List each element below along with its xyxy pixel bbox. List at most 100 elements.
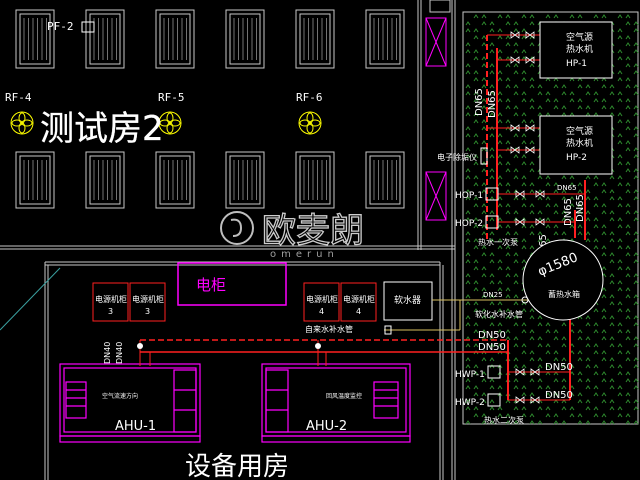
hatch-mark <box>497 70 503 75</box>
hatch-mark <box>625 84 631 89</box>
hatch-mark <box>481 399 487 404</box>
valve-icon <box>530 368 540 376</box>
hatch-mark <box>489 28 495 33</box>
hatch-mark <box>625 210 631 215</box>
hatch-mark <box>601 413 607 418</box>
hatch-mark <box>481 231 487 236</box>
hatch-mark <box>497 280 503 285</box>
hatch-mark <box>617 413 623 418</box>
pipe-size-dn65: DN65 <box>563 198 574 226</box>
hatch-mark <box>473 413 479 418</box>
hatch-mark <box>577 378 583 383</box>
hatch-mark <box>617 112 623 117</box>
hatch-mark <box>633 259 639 264</box>
hatch-mark <box>465 252 471 257</box>
hatch-mark <box>521 49 527 54</box>
hp2-subtitle: 热水机 <box>566 137 593 149</box>
hatch-mark <box>497 308 503 313</box>
ac-unit <box>295 151 335 209</box>
hatch-mark <box>481 245 487 250</box>
ac-units <box>15 9 405 209</box>
ac-unit <box>15 151 55 209</box>
hatch-mark <box>625 357 631 362</box>
makeup-water-pipes <box>384 299 530 331</box>
hatch-mark <box>569 112 575 117</box>
valve-icon <box>510 124 520 132</box>
water-softener-label: 软水器 <box>394 294 421 306</box>
pump-icon <box>485 215 499 229</box>
hatch-mark <box>489 189 495 194</box>
hatch-mark <box>529 329 535 334</box>
hatch-mark <box>553 98 559 103</box>
hatch-mark <box>505 315 511 320</box>
hatch-mark <box>625 308 631 313</box>
hatch-mark <box>537 238 543 243</box>
hatch-mark <box>505 189 511 194</box>
hatch-mark <box>513 42 519 47</box>
ac-unit <box>225 9 265 69</box>
hatch-mark <box>625 56 631 61</box>
hatch-mark <box>601 350 607 355</box>
pipe-size-dn50: DN50 <box>478 330 506 341</box>
hatch-mark <box>577 84 583 89</box>
valve-icon <box>515 396 525 404</box>
hatch-mark <box>537 315 543 320</box>
hatch-mark <box>585 84 591 89</box>
hatch-mark <box>505 252 511 257</box>
hatch-mark <box>473 371 479 376</box>
hatch-mark <box>537 336 543 341</box>
pump-valve-group <box>510 31 545 404</box>
hatch-mark <box>505 168 511 173</box>
hatch-mark <box>513 364 519 369</box>
fan-icon <box>10 111 34 135</box>
hatch-mark <box>505 336 511 341</box>
hatch-mark <box>513 315 519 320</box>
hatch-mark <box>585 175 591 180</box>
hatch-mark <box>537 357 543 362</box>
hatch-mark <box>497 350 503 355</box>
hatch-mark <box>545 413 551 418</box>
hatch-mark <box>601 420 607 425</box>
hatch-mark <box>513 259 519 264</box>
hatch-mark <box>513 343 519 348</box>
hatch-mark <box>609 406 615 411</box>
ac-unit <box>85 151 125 209</box>
hatch-mark <box>473 287 479 292</box>
hatch-mark <box>489 42 495 47</box>
hatch-mark <box>609 210 615 215</box>
hatch-mark <box>601 182 607 187</box>
hatch-mark <box>617 238 623 243</box>
hatch-mark <box>601 105 607 110</box>
hatch-mark <box>601 252 607 257</box>
hatch-mark <box>609 189 615 194</box>
hatch-mark <box>489 322 495 327</box>
hatch-mark <box>465 357 471 362</box>
hatch-mark <box>473 91 479 96</box>
valve-icon <box>530 396 540 404</box>
hatch-mark <box>529 413 535 418</box>
hatch-mark <box>489 399 495 404</box>
heat-pump-hp2: 空气源 热水机 HP-2 <box>539 115 613 175</box>
hatch-mark <box>481 140 487 145</box>
hatch-mark <box>577 182 583 187</box>
wall-louvre <box>425 17 447 221</box>
hatch-mark <box>625 189 631 194</box>
hatch-mark <box>545 224 551 229</box>
hatch-mark <box>593 217 599 222</box>
hatch-mark <box>625 287 631 292</box>
hatch-mark <box>601 329 607 334</box>
hatch-mark <box>505 245 511 250</box>
hatch-mark <box>497 385 503 390</box>
hatch-mark <box>473 308 479 313</box>
hatch-mark <box>521 259 527 264</box>
hatch-mark <box>505 224 511 229</box>
hatch-mark <box>505 413 511 418</box>
hatch-mark <box>633 385 639 390</box>
hatch-mark <box>489 112 495 117</box>
hatch-mark <box>465 364 471 369</box>
hatch-mark <box>521 161 527 166</box>
hatch-mark <box>577 98 583 103</box>
hatch-mark <box>617 196 623 201</box>
hatch-mark <box>529 392 535 397</box>
hatch-mark <box>473 133 479 138</box>
